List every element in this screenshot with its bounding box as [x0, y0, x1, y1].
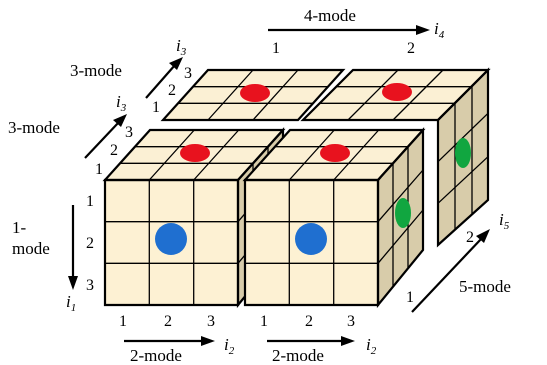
- axis-i3-upper: i3: [176, 36, 187, 58]
- blue-dot: [295, 223, 327, 255]
- mode3-label-lower: 3-mode: [8, 118, 60, 137]
- axis-i1: i1: [66, 292, 76, 314]
- mode2-tick: 2: [164, 313, 172, 330]
- axis-i4: i4: [434, 19, 445, 41]
- axis-i5: i5: [499, 210, 510, 232]
- mode3-tick: 2: [168, 82, 176, 99]
- mode1-tick: 1: [86, 193, 94, 210]
- mode3-tick: 2: [110, 142, 118, 159]
- mode1-tick: 3: [86, 277, 94, 294]
- green-dot: [455, 138, 471, 168]
- axis-i3-lower: i3: [116, 92, 127, 114]
- mode2-tick: 3: [207, 313, 215, 330]
- red-dot: [180, 144, 210, 162]
- red-dot: [240, 84, 270, 102]
- red-dot: [382, 83, 412, 101]
- mode1-label-line2: mode: [12, 239, 50, 258]
- cube-back-right: [300, 67, 491, 248]
- mode3-tick: 1: [95, 161, 103, 178]
- mode2-label-left: 2-mode: [130, 346, 182, 365]
- green-dot: [395, 198, 411, 228]
- mode5-label: 5-mode: [459, 277, 511, 296]
- mode3-tick: 1: [152, 99, 160, 116]
- axis-i2-right: i2: [366, 335, 377, 357]
- mode3-label-upper: 3-mode: [70, 61, 122, 80]
- mode5-tick: 1: [406, 289, 414, 306]
- mode5-tick: 2: [466, 229, 474, 246]
- mode2-tick: 1: [260, 313, 268, 330]
- mode4-label: 4-mode: [304, 6, 356, 25]
- mode4-tick: 1: [272, 40, 280, 57]
- cube-back-left: [160, 68, 346, 122]
- mode3-tick: 3: [125, 124, 133, 141]
- mode1-label-line1: 1-: [12, 218, 27, 237]
- mode2-tick: 1: [119, 313, 127, 330]
- mode2-tick: 3: [347, 313, 355, 330]
- mode2-label-right: 2-mode: [272, 346, 324, 365]
- cube-front-right: [242, 127, 426, 309]
- mode3-tick: 3: [184, 65, 192, 82]
- axis-i2-left: i2: [224, 335, 235, 357]
- mode4-tick: 2: [407, 40, 415, 57]
- mode-arrows: [68, 25, 490, 346]
- red-dot: [320, 144, 350, 162]
- blue-dot: [155, 223, 187, 255]
- mode1-tick: 2: [86, 235, 94, 252]
- mode2-tick: 2: [305, 313, 313, 330]
